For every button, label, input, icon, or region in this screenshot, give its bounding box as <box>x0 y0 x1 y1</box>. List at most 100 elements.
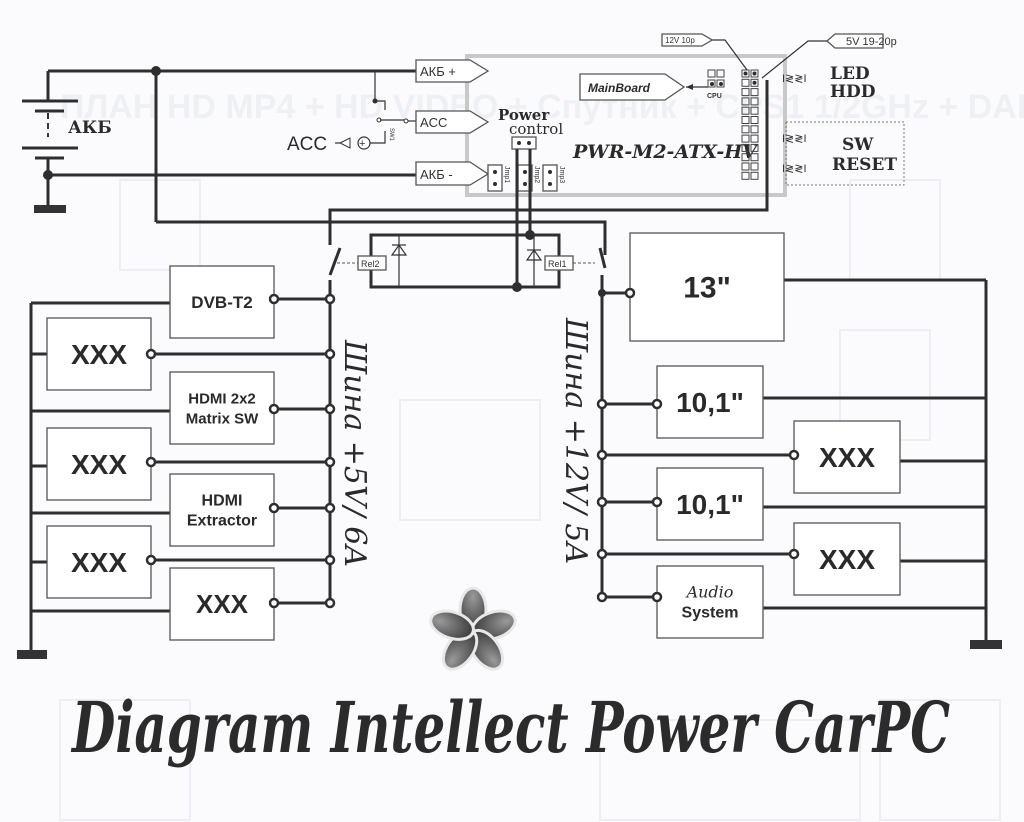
atx-pin <box>741 134 750 143</box>
device-5v-label: HDMI 2x2 <box>188 390 256 407</box>
jmp3-label: Jmp3 <box>558 166 565 183</box>
device-12v-label: System <box>682 605 739 622</box>
akb-plus-label: АКБ + <box>420 64 456 79</box>
jumper-jmp3: Jmp3 <box>542 164 565 192</box>
pin5v-label: 5V 19-20p <box>846 36 897 48</box>
device-5v-label: XXX <box>71 449 127 480</box>
connector-akb-minus: АКБ - <box>415 161 490 186</box>
svg-text:I≷≷I: I≷≷I <box>782 133 807 145</box>
device-5v-5: XXX <box>31 525 336 599</box>
device-12v-label: Audio <box>685 583 734 602</box>
atx-pin <box>750 78 759 87</box>
bus-12v-label: Шина +12V/ 5A <box>558 317 593 564</box>
jmp2-label: Jmp2 <box>533 166 540 183</box>
device-12v-label: 13" <box>683 272 731 305</box>
battery-label: АКБ <box>68 118 112 138</box>
device-5v-3: XXX <box>31 427 336 501</box>
atx-pin <box>741 153 750 162</box>
reset-label: RESET <box>832 155 897 175</box>
svg-text:I≷≷I: I≷≷I <box>782 163 807 175</box>
device-5v-label: Extractor <box>187 513 257 530</box>
acc-input-label: ACC <box>287 134 327 155</box>
atx-pin <box>750 171 759 180</box>
battery: АКБ <box>22 71 112 213</box>
atx-pin <box>750 134 759 143</box>
atx-pin <box>750 69 759 78</box>
device-12v-label: XXX <box>819 544 875 575</box>
connector-acc: ACC <box>415 110 490 134</box>
atx-pin <box>750 106 759 115</box>
device-5v-label: XXX <box>196 589 249 619</box>
atx-pin <box>741 125 750 134</box>
svg-text:I≷≷I: I≷≷I <box>782 73 807 85</box>
atx-pin <box>741 88 750 97</box>
device-12v-4: XXX <box>596 522 986 596</box>
mainboard-label: MainBoard <box>588 81 651 95</box>
relay-block: Rel2 Rel1 <box>156 220 607 292</box>
flag-12v-10p: 12V 10p <box>661 33 748 71</box>
atx-pin <box>750 125 759 134</box>
switch-label: SW1 <box>388 128 394 142</box>
device-5v-label: DVB-T2 <box>191 293 252 312</box>
device-5v-label: Matrix SW <box>186 410 259 427</box>
diagram-title: Diagram Intellect Power CarPC <box>71 686 951 769</box>
led-label: LED <box>830 64 870 84</box>
atx-pin <box>750 143 759 152</box>
atx-pin <box>741 116 750 124</box>
jumper-jmp1: Jmp1 <box>487 164 510 192</box>
device-5v-label: XXX <box>71 339 127 370</box>
device-12v-2: XXX <box>596 420 986 494</box>
device-5v-label: XXX <box>71 547 127 578</box>
device-12v-0: 13" <box>598 232 986 342</box>
watermark-text: ПЛАН HD MP4 + HD VIDEO + Спутник + CPS1 … <box>60 88 1024 126</box>
cpu-connector: CPU <box>707 69 725 100</box>
bus-5v-label: Шина +5V/ 6A <box>337 339 372 567</box>
device-5v-1: XXX <box>31 317 336 391</box>
atx-pin <box>741 78 750 87</box>
device-12v-label: 10,1" <box>676 489 744 520</box>
background-watermark: ПЛАН HD MP4 + HD VIDEO + Спутник + CPS1 … <box>59 88 1024 821</box>
device-5v-6: XXX <box>31 567 336 641</box>
asterisk-logo-icon <box>429 586 517 671</box>
led-hdd-header: I≷≷I LED HDD <box>782 64 876 102</box>
power-label: Power <box>498 106 550 124</box>
atx-pin <box>741 69 750 78</box>
device-5v-0: DVB-T2 <box>31 265 336 339</box>
connector-mainboard: MainBoard <box>579 73 708 101</box>
sw-label: SW <box>842 135 874 155</box>
atx-pin <box>741 97 750 106</box>
device-5v-label: HDMI <box>202 493 243 510</box>
atx-connector <box>741 69 759 180</box>
power-control: Power control <box>498 106 563 150</box>
connector-akb-plus: АКБ + <box>415 59 490 83</box>
pin12v-label: 12V 10p <box>665 36 695 45</box>
device-12v-3: 10,1" <box>596 467 986 541</box>
svg-text:+: + <box>359 138 365 150</box>
atx-pin <box>750 116 759 124</box>
control-label: control <box>509 120 563 138</box>
akb-minus-label: АКБ - <box>420 167 453 182</box>
device-5v-4: HDMI Extractor <box>31 473 336 547</box>
flag-5v-19-20p: 5V 19-20p <box>761 33 897 79</box>
acc-connector-label: ACC <box>420 115 447 130</box>
relay-rel2-label: Rel2 <box>361 259 380 269</box>
atx-pin <box>741 143 750 152</box>
module-name: PWR-M2-ATX-HV <box>572 141 759 163</box>
atx-pin <box>750 97 759 106</box>
atx-pin <box>741 171 750 180</box>
hdd-label: HDD <box>830 82 876 102</box>
atx-pin <box>741 162 750 171</box>
device-12v-1: 10,1" <box>596 365 986 439</box>
device-12v-label: XXX <box>819 442 875 473</box>
relay-rel1-label: Rel1 <box>548 259 567 269</box>
device-12v-label: 10,1" <box>676 387 744 418</box>
atx-pin <box>750 88 759 97</box>
sw-reset-header: I≷≷I I≷≷I SW RESET <box>782 121 905 186</box>
atx-pin <box>741 106 750 115</box>
cpu-label: CPU <box>707 93 722 100</box>
